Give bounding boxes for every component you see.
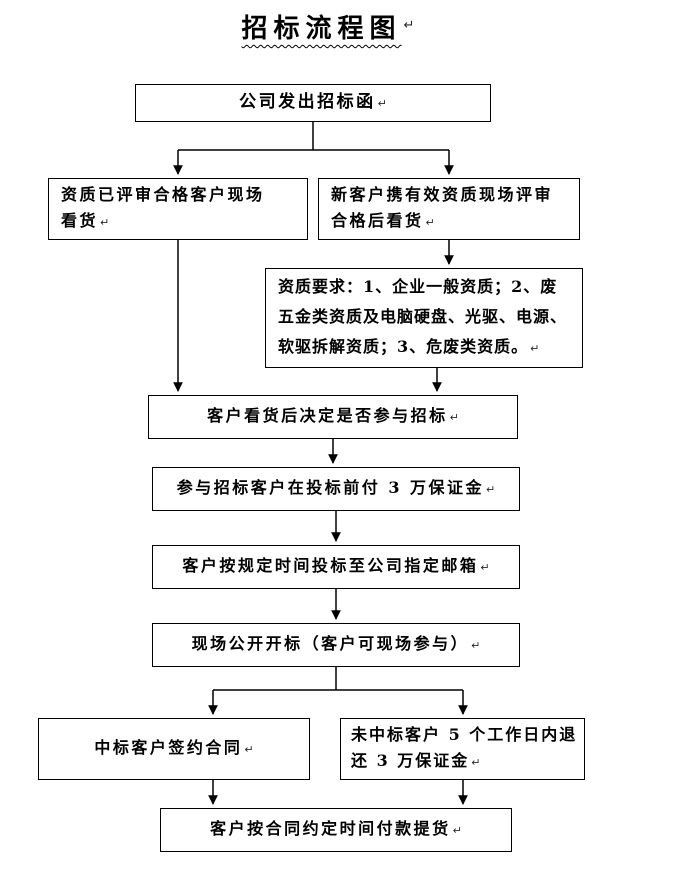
page-title-text: 招标流程图	[241, 14, 402, 44]
flow-node-refund-deposit: 未中标客户 5 个工作日内退 还 3 万保证金↵	[340, 718, 585, 780]
node-text: 客户按规定时间投标至公司指定邮箱	[182, 556, 479, 575]
node-text-line: 资质已评审合格客户现场	[61, 182, 265, 208]
node-text-line: 新客户携有效资质现场评审	[331, 182, 553, 208]
flow-node-public-bid-opening: 现场公开开标（客户可现场参与）↵	[152, 623, 520, 667]
node-text: 五金类资质及电脑硬盘、光驱、电源、	[278, 307, 568, 326]
paragraph-mark: ↵	[377, 97, 387, 110]
flow-node-decide-participation: 客户看货后决定是否参与招标↵	[148, 395, 518, 439]
paragraph-mark: ↵	[486, 483, 496, 496]
node-text: 公司发出招标函	[239, 92, 376, 112]
flow-node-winner-sign-contract: 中标客户签约合同↵	[38, 718, 310, 780]
flow-node-issue-tender-letter: 公司发出招标函↵	[135, 84, 491, 122]
flow-node-payment-and-pickup: 客户按合同约定时间付款提货↵	[160, 808, 512, 852]
node-text-line: 合格后看货↵	[331, 208, 435, 236]
page-title: 招标流程图↵	[0, 8, 656, 45]
flow-node-pay-deposit: 参与招标客户在投标前付 3 万保证金↵	[152, 467, 520, 511]
node-text: 资质已评审合格客户现场	[61, 185, 265, 204]
paragraph-mark: ↵	[403, 18, 415, 33]
node-text-line: 公司发出招标函↵	[239, 89, 387, 117]
node-text: 还 3 万保证金	[351, 751, 470, 770]
node-text: 新客户携有效资质现场评审	[331, 185, 554, 204]
paragraph-mark: ↵	[449, 411, 459, 424]
node-text-line: 客户按合同约定时间付款提货↵	[210, 816, 462, 844]
node-text-line: 看货↵	[61, 208, 109, 236]
node-text-line: 现场公开开标（客户可现场参与）↵	[192, 631, 481, 659]
node-text: 中标客户签约合同	[94, 738, 243, 757]
node-text-line: 客户看货后决定是否参与招标↵	[207, 403, 459, 431]
node-text-line: 客户按规定时间投标至公司指定邮箱↵	[182, 553, 489, 581]
node-text-line: 软驱拆解资质；3、危废类资质。↵	[278, 332, 539, 364]
node-text-line: 中标客户签约合同↵	[94, 735, 253, 763]
flow-node-submit-bid-to-email: 客户按规定时间投标至公司指定邮箱↵	[152, 545, 520, 589]
node-text: 客户按合同约定时间付款提货	[210, 819, 451, 838]
node-text: 参与招标客户在投标前付 3 万保证金	[176, 478, 485, 497]
node-text: 客户看货后决定是否参与招标	[207, 406, 448, 425]
node-text: 资质要求：1、企业一般资质；2、废	[278, 277, 558, 296]
node-text-line: 资质要求：1、企业一般资质；2、废	[278, 272, 557, 302]
node-text: 软驱拆解资质；3、危废类资质。	[278, 337, 529, 356]
node-text-line: 未中标客户 5 个工作日内退	[351, 722, 577, 748]
flow-node-qualification-requirements: 资质要求：1、企业一般资质；2、废 五金类资质及电脑硬盘、光驱、电源、 软驱拆解…	[265, 268, 583, 368]
node-text: 未中标客户 5 个工作日内退	[351, 725, 578, 744]
node-text-line: 参与招标客户在投标前付 3 万保证金↵	[177, 475, 496, 503]
paragraph-mark: ↵	[471, 639, 481, 652]
paragraph-mark: ↵	[452, 824, 462, 837]
node-text-line: 还 3 万保证金↵	[351, 748, 481, 776]
paragraph-mark: ↵	[471, 756, 481, 769]
paragraph-mark: ↵	[480, 561, 490, 574]
node-text-line: 五金类资质及电脑硬盘、光驱、电源、	[278, 302, 567, 332]
flow-node-new-customer-onsite-review: 新客户携有效资质现场评审 合格后看货↵	[318, 178, 580, 240]
node-text: 看货	[61, 211, 99, 230]
paragraph-mark: ↵	[244, 743, 254, 756]
paragraph-mark: ↵	[100, 216, 110, 229]
node-text: 合格后看货	[331, 211, 424, 230]
paragraph-mark: ↵	[530, 342, 540, 355]
flow-node-qualified-customer-inspection: 资质已评审合格客户现场 看货↵	[48, 178, 308, 240]
node-text: 现场公开开标（客户可现场参与）	[191, 634, 470, 653]
paragraph-mark: ↵	[425, 216, 435, 229]
